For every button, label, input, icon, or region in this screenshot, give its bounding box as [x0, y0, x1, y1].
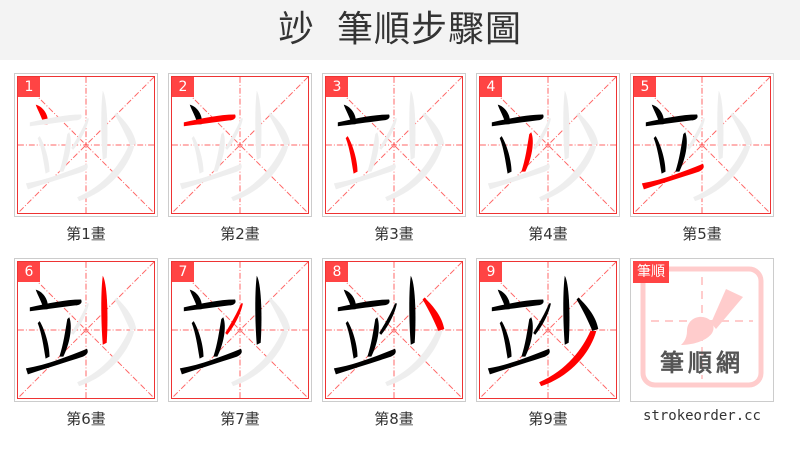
- grid-frame: 8: [325, 261, 463, 399]
- character-stroke-icon: [634, 77, 770, 213]
- site-url[interactable]: strokeorder.cc: [642, 408, 761, 424]
- grid-frame: 7: [171, 261, 309, 399]
- character-stroke-icon: [480, 77, 616, 213]
- grid-frame: 3: [325, 76, 463, 214]
- step-label: 第1畫: [66, 225, 106, 243]
- step-label: 第2畫: [220, 225, 260, 243]
- character-stroke-icon: [480, 262, 616, 398]
- step-number: 3: [326, 77, 348, 97]
- grid-frame: 4: [479, 76, 617, 214]
- logo-badge: 筆順: [633, 261, 669, 283]
- character-stroke-icon: [18, 77, 154, 213]
- stroke-box: 1: [14, 73, 158, 217]
- stroke-box: 5: [630, 73, 774, 217]
- step-label: 第3畫: [374, 225, 414, 243]
- step-label: 第4畫: [528, 225, 568, 243]
- character-stroke-icon: [172, 77, 308, 213]
- character-stroke-icon: [326, 262, 462, 398]
- stroke-box: 6: [14, 258, 158, 402]
- step-number: 1: [18, 77, 40, 97]
- stroke-box: 8: [322, 258, 466, 402]
- character-stroke-icon: [172, 262, 308, 398]
- grid-frame: 9: [479, 261, 617, 399]
- step-number: 6: [18, 262, 40, 282]
- step-number: 7: [172, 262, 194, 282]
- character: 竗: [277, 9, 315, 50]
- step-label: 第7畫: [220, 410, 260, 428]
- grid-frame: 5: [633, 76, 771, 214]
- character-stroke-icon: [326, 77, 462, 213]
- brush-logo-icon: [640, 266, 764, 388]
- step-label: 第9畫: [528, 410, 568, 428]
- header-bar: 竗筆順步驟圖: [0, 0, 800, 60]
- step-number: 4: [480, 77, 502, 97]
- stroke-box: 2: [168, 73, 312, 217]
- step-number: 2: [172, 77, 194, 97]
- page-title: 竗筆順步驟圖: [0, 0, 800, 60]
- grid-frame: 1: [17, 76, 155, 214]
- stroke-box: 7: [168, 258, 312, 402]
- step-number: 9: [480, 262, 502, 282]
- step-label: 第6畫: [66, 410, 106, 428]
- stroke-box: 3: [322, 73, 466, 217]
- title-text: 筆順步驟圖: [337, 9, 523, 50]
- stroke-box: 4: [476, 73, 620, 217]
- character-stroke-icon: [18, 262, 154, 398]
- stroke-box: 9: [476, 258, 620, 402]
- step-label: 第8畫: [374, 410, 414, 428]
- logo-box[interactable]: 筆順 筆順網: [630, 258, 774, 402]
- logo-name: 筆順網: [660, 349, 744, 377]
- step-number: 5: [634, 77, 656, 97]
- grid-frame: 6: [17, 261, 155, 399]
- grid-frame: 2: [171, 76, 309, 214]
- step-number: 8: [326, 262, 348, 282]
- step-label: 第5畫: [682, 225, 722, 243]
